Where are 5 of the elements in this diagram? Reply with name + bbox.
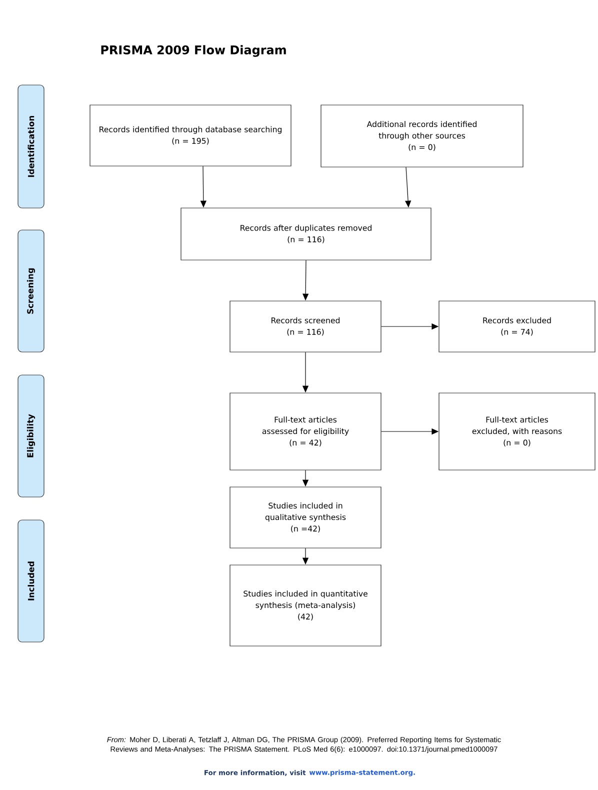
phase-band: Identification [18,84,44,208]
phase-band: Included [18,520,44,642]
phase-band: Eligibility [18,374,44,498]
phase-band: Screening [18,230,44,352]
title: PRISMA 2009 Flow Diagram [101,45,286,57]
